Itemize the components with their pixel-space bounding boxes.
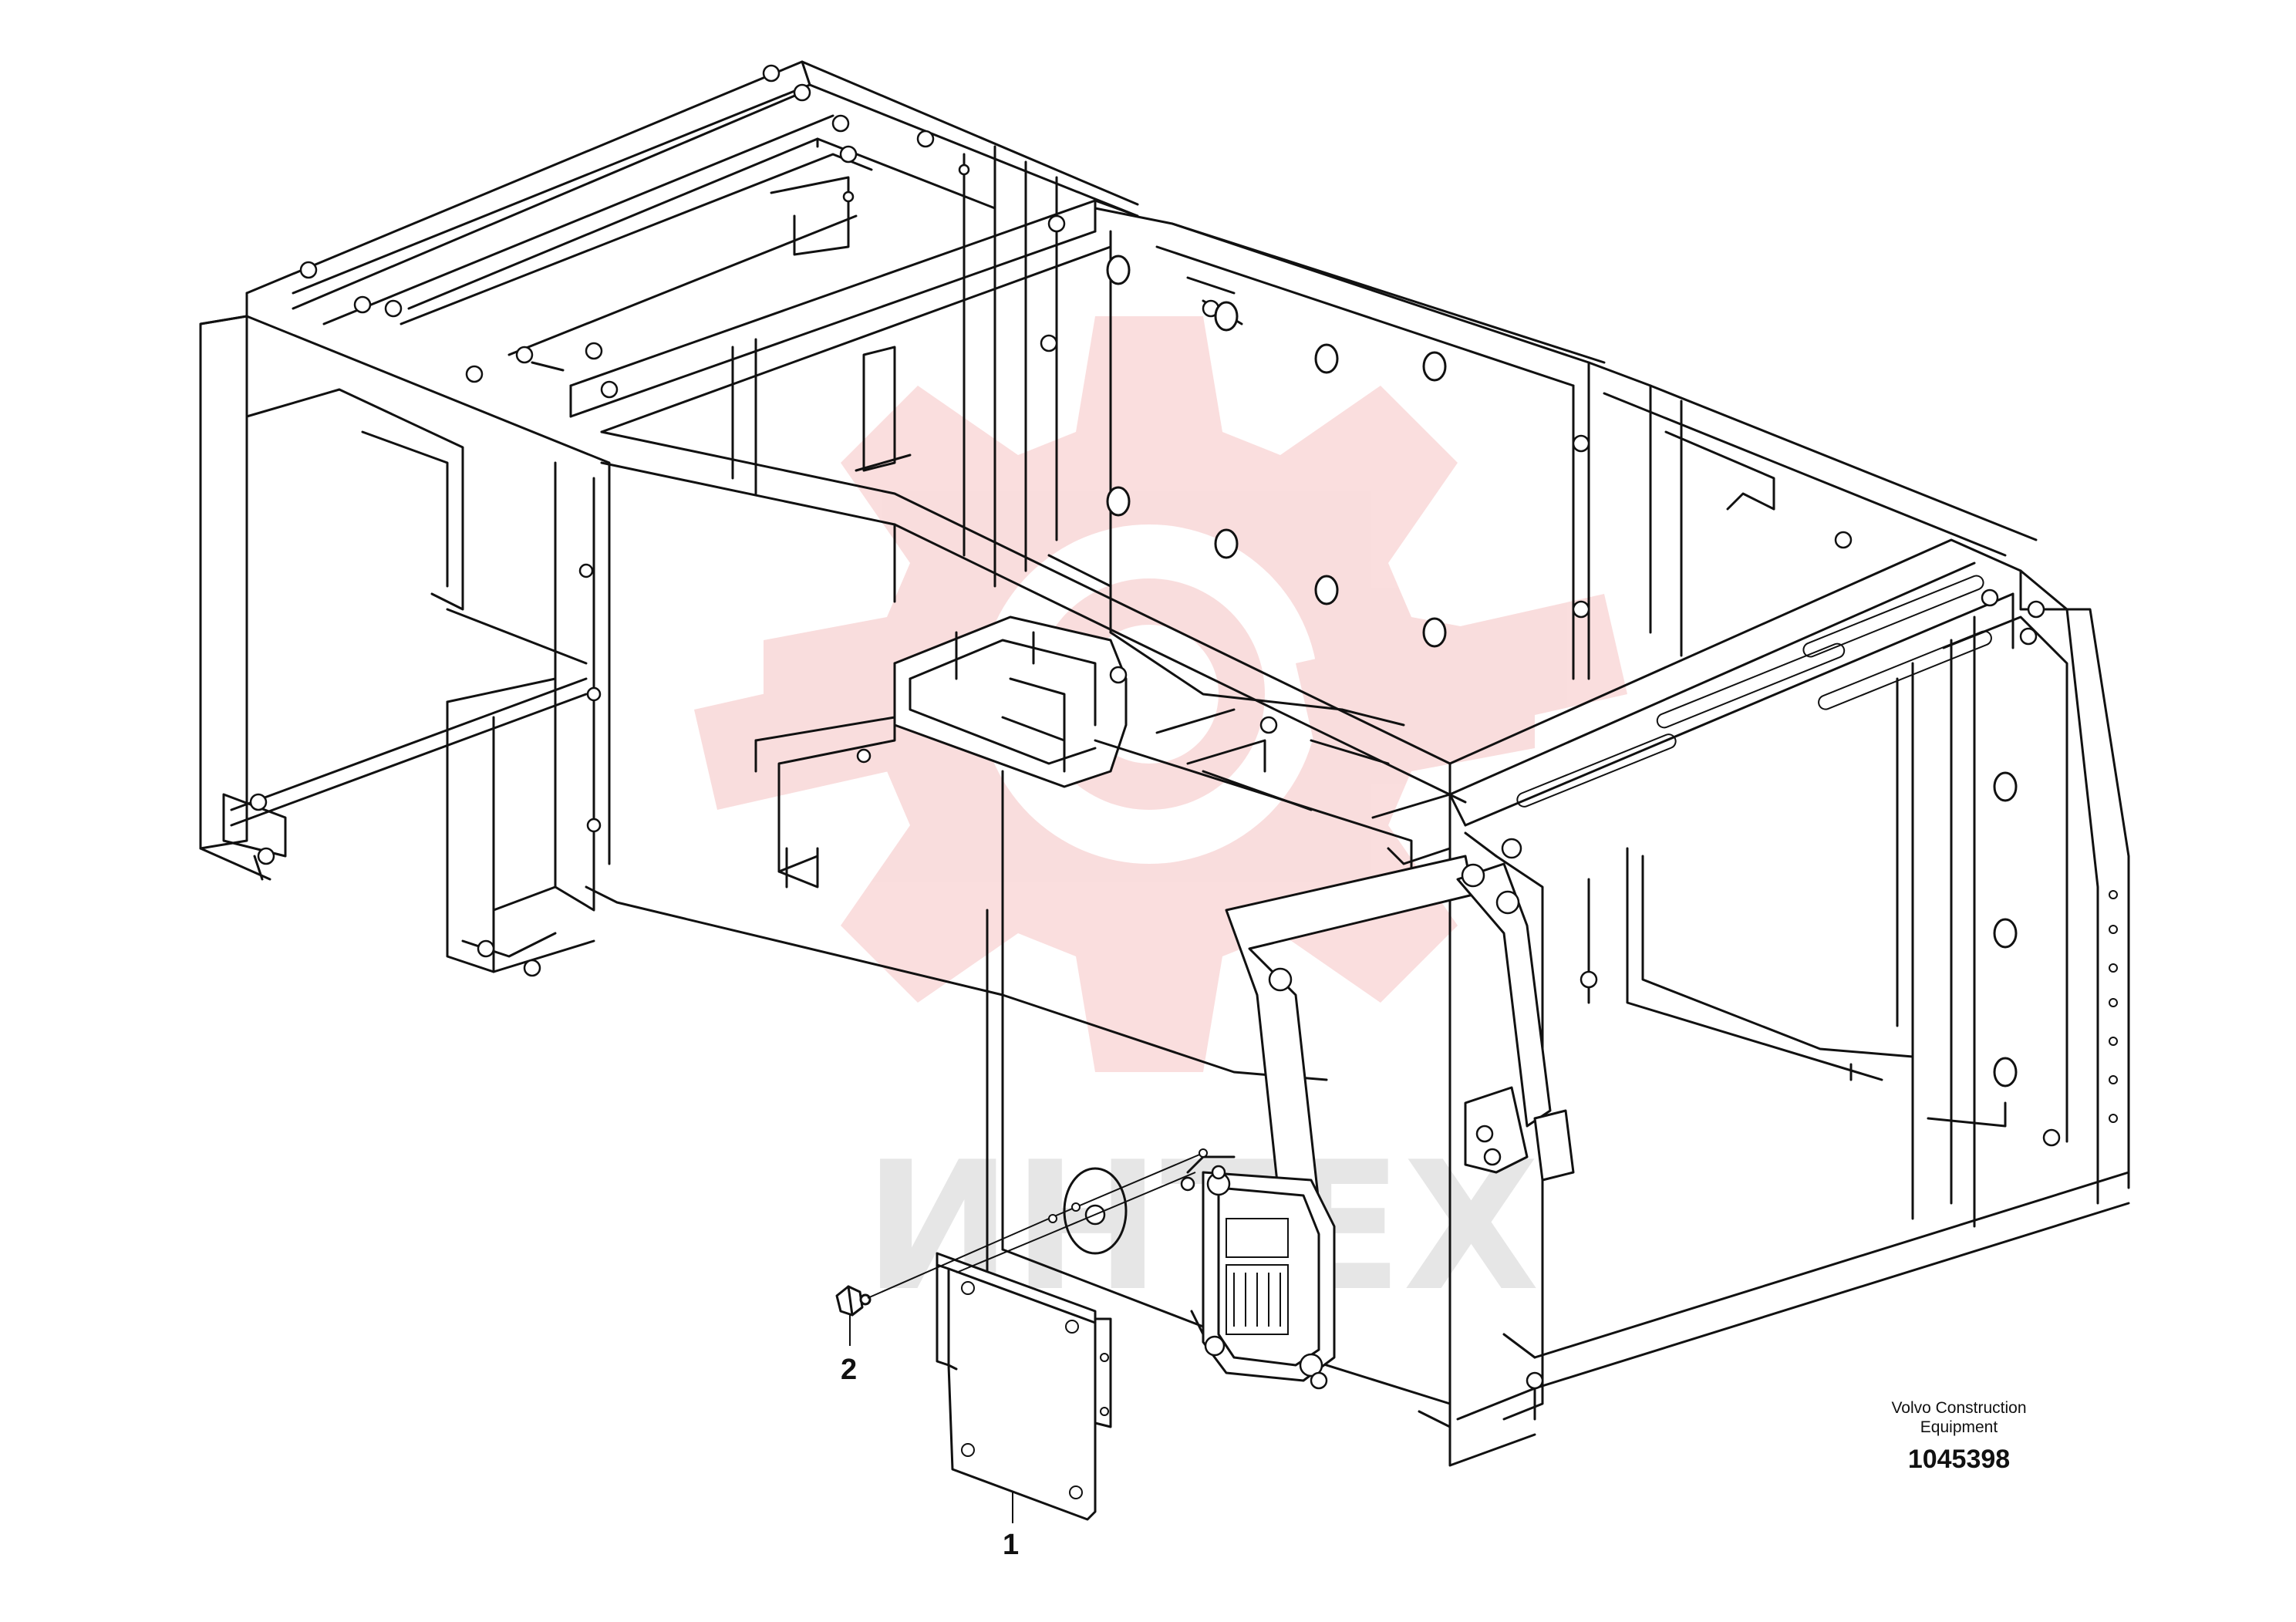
watermark-gear-logo	[694, 316, 1627, 1072]
assembly-lines	[867, 1148, 1208, 1299]
rear-panel-grommets	[1106, 255, 2018, 1088]
right-frame	[1418, 538, 2130, 1467]
callout-2-label: 2	[841, 1354, 857, 1386]
manufacturer-line-2: Equipment	[1920, 1418, 1998, 1436]
callout-2: 2	[841, 1315, 857, 1386]
rear-panel	[1047, 207, 2038, 727]
center-cross-member	[585, 430, 1544, 1436]
callout-1: 1	[1003, 1492, 1019, 1561]
manufacturer-line-1: Volvo Construction	[1891, 1399, 2026, 1417]
title-block: Volvo Construction Equipment 1045398	[1891, 1399, 2026, 1474]
frame-bolts	[249, 64, 2061, 1390]
callout-1-label: 1	[1003, 1529, 1019, 1561]
hinge-linkage	[1225, 855, 1575, 1259]
right-rail-holes	[2109, 890, 2118, 1123]
document-number: 1045398	[1908, 1445, 2010, 1474]
control-unit-assembly	[1063, 1155, 1336, 1390]
bolt-part-2	[835, 1285, 872, 1317]
